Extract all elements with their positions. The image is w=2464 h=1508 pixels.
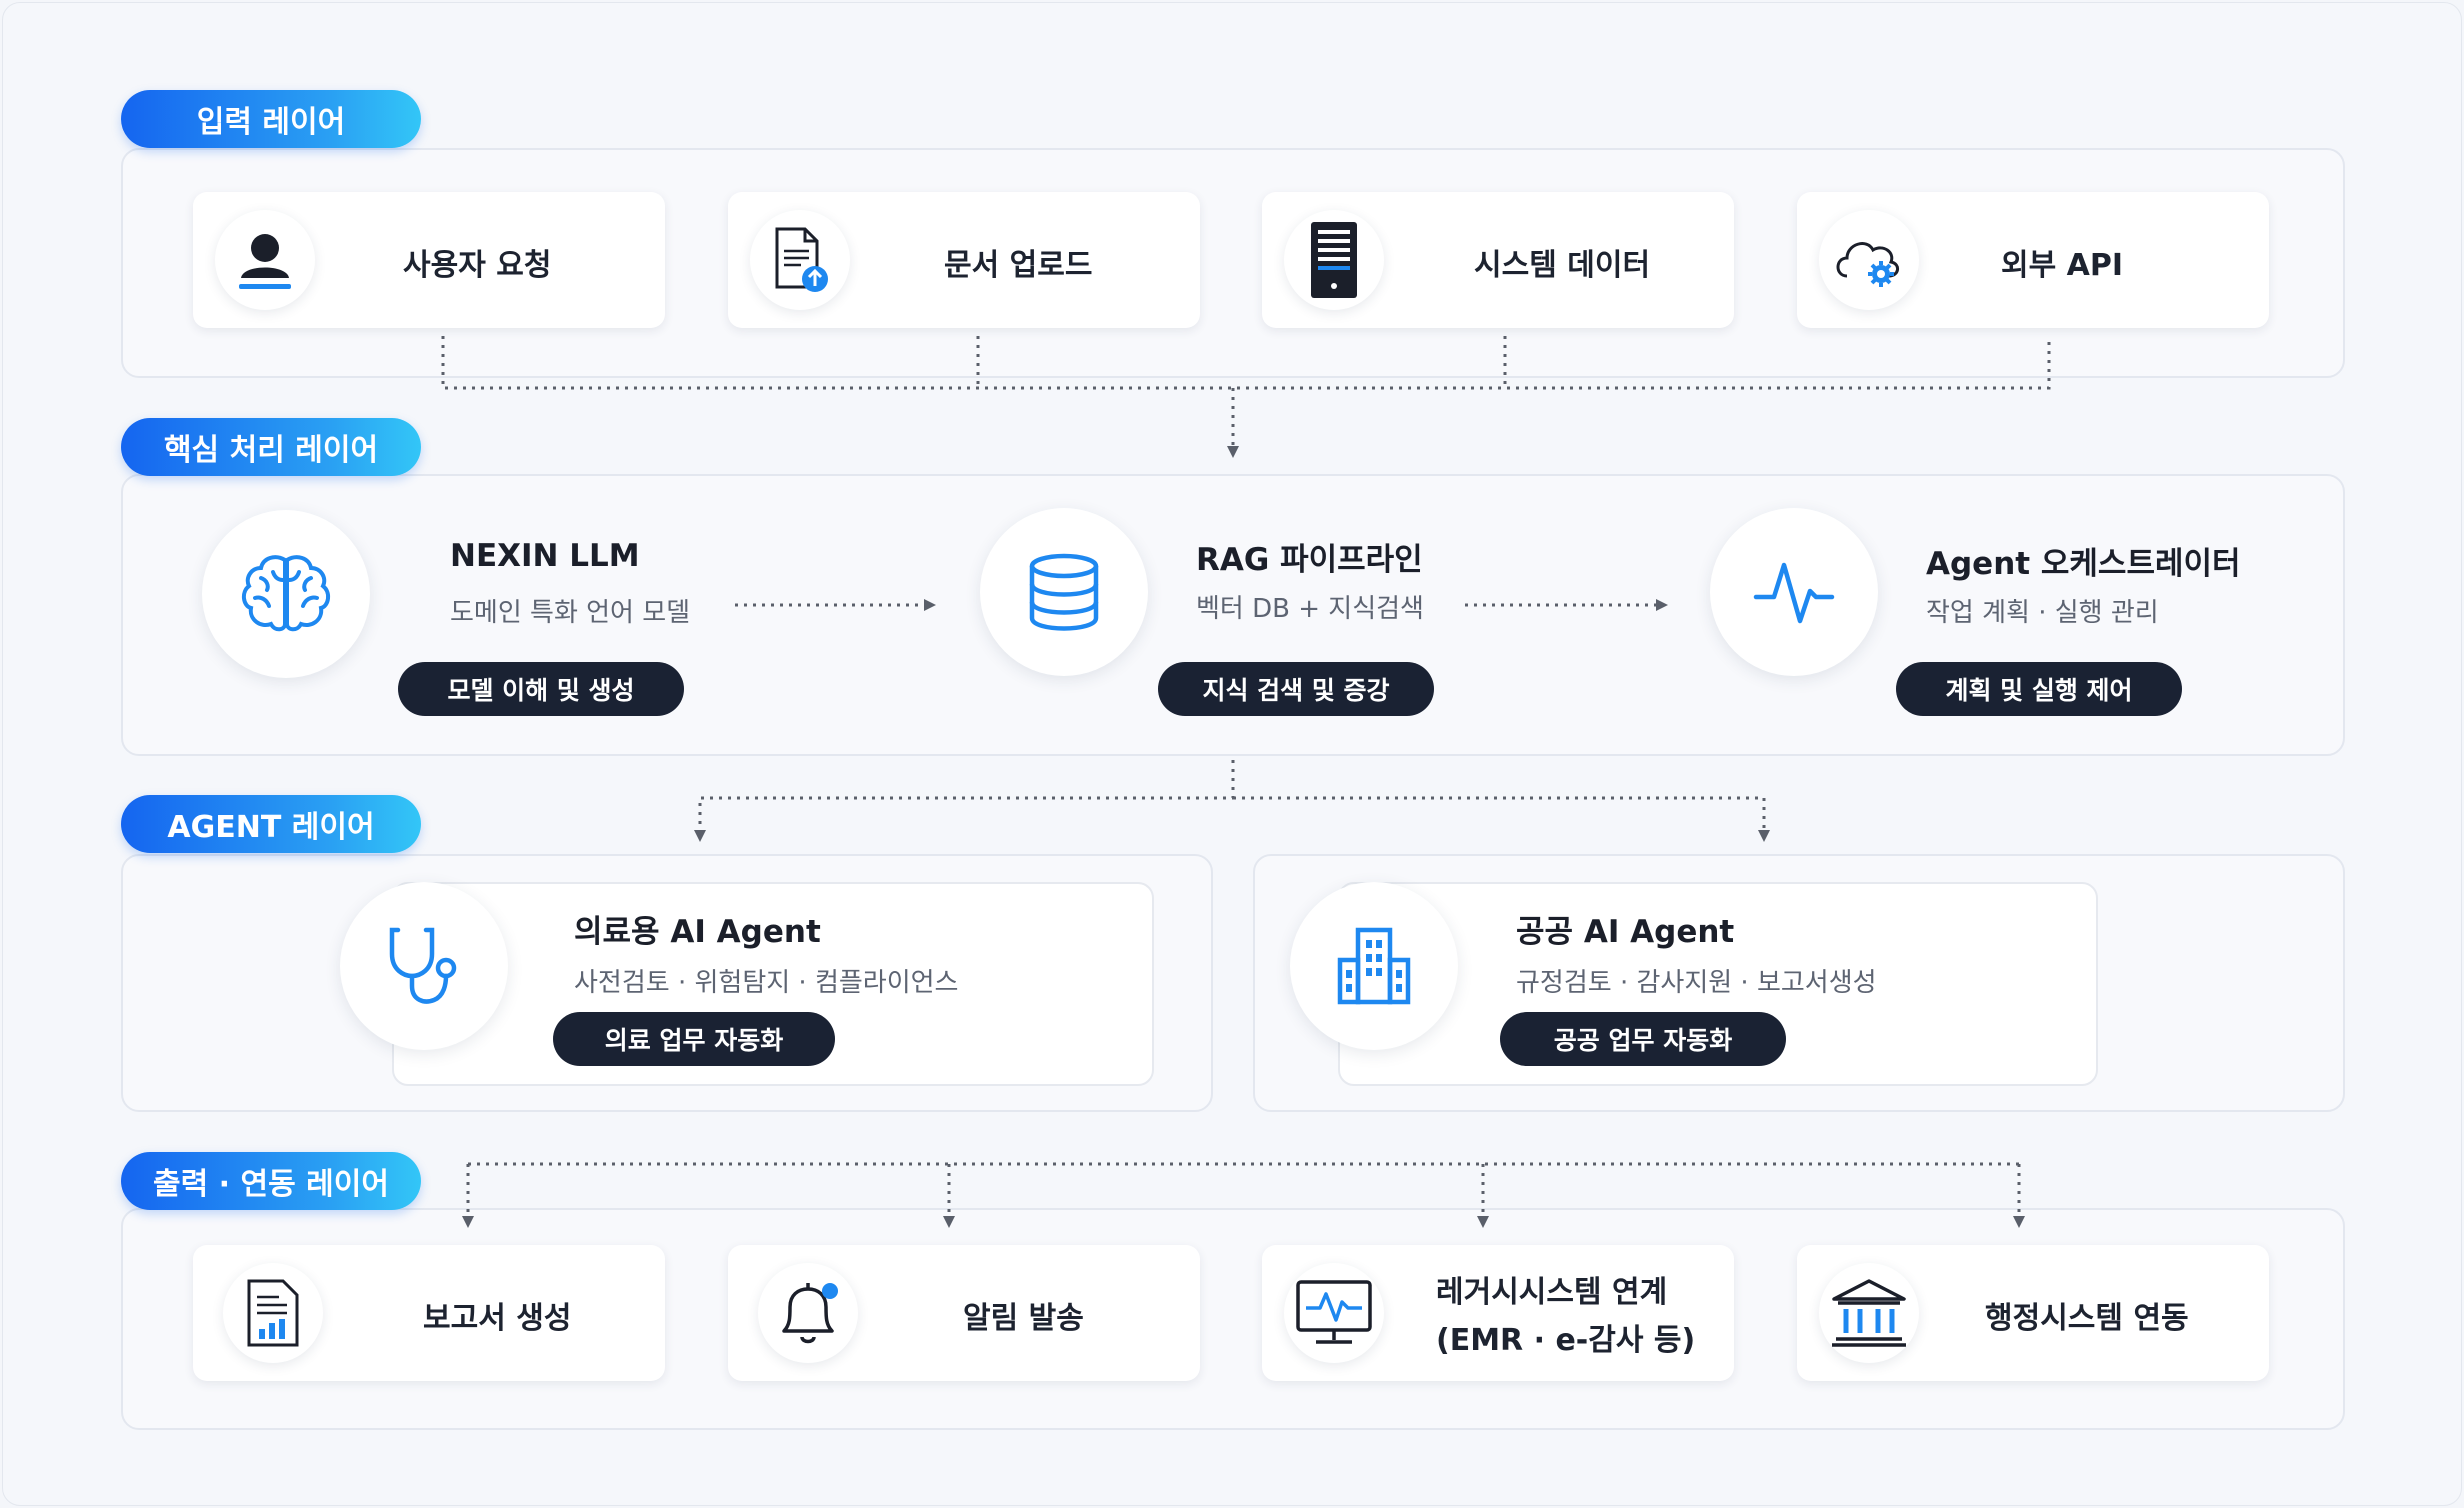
layer-pill-agent: AGENT 레이어	[121, 795, 421, 853]
input-card-label: 외부 API	[2001, 248, 2124, 283]
agent-subtitle-public: 규정검토 · 감사지원 · 보고서생성	[1516, 968, 1877, 998]
monitor-pulse-icon	[1284, 1263, 1384, 1363]
core-chip-rag: 지식 검색 및 증강	[1158, 662, 1434, 716]
core-chip-orchestrator: 계획 및 실행 제어	[1896, 662, 2182, 716]
document-upload-icon	[750, 210, 850, 310]
input-card-document-upload: 문서 업로드	[728, 192, 1200, 328]
report-icon	[223, 1263, 323, 1363]
core-to-agents-connector	[694, 760, 1235, 842]
output-card-notification: 알림 발송	[728, 1245, 1200, 1381]
agent-title-medical: 의료용 AI Agent	[574, 914, 821, 950]
layer-pill-output: 출력 · 연동 레이어	[121, 1152, 421, 1210]
core-title-orchestrator: Agent 오케스트레이터	[1926, 546, 2241, 582]
agent-chip-public: 공공 업무 자동화	[1500, 1012, 1786, 1066]
agent-chip-medical: 의료 업무 자동화	[553, 1012, 835, 1066]
agent-subtitle-medical: 사전검토 · 위험탐지 · 컴플라이언스	[574, 968, 959, 998]
layer-pill-core: 핵심 처리 레이어	[121, 418, 421, 476]
output-card-label-line1: 레거시시스템 연계	[1436, 1275, 1668, 1310]
user-icon	[215, 210, 315, 310]
stethoscope-icon	[340, 882, 508, 1050]
cloud-gear-icon	[1819, 210, 1919, 310]
core-subtitle-orchestrator: 작업 계획 · 실행 관리	[1926, 598, 2159, 628]
core-subtitle-llm: 도메인 특화 언어 모델	[450, 598, 691, 628]
core-title-rag: RAG 파이프라인	[1196, 542, 1423, 578]
output-card-label: 알림 발송	[963, 1301, 1084, 1336]
server-icon	[1284, 210, 1384, 310]
output-card-label: 행정시스템 연동	[1985, 1301, 2189, 1336]
core-subtitle-rag: 벡터 DB + 지식검색	[1196, 594, 1424, 624]
input-card-system-data: 시스템 데이터	[1262, 192, 1734, 328]
input-card-external-api: 외부 API	[1797, 192, 2269, 328]
government-building-icon	[1819, 1263, 1919, 1363]
core-chip-llm: 모델 이해 및 생성	[398, 662, 684, 716]
pulse-icon	[1710, 508, 1878, 676]
agent-title-public: 공공 AI Agent	[1516, 914, 1735, 950]
output-card-legacy: 레거시시스템 연계 (EMR · e-감사 등)	[1262, 1245, 1734, 1381]
building-icon	[1290, 882, 1458, 1050]
input-connector	[441, 336, 2051, 390]
bell-icon	[758, 1263, 858, 1363]
input-card-label: 문서 업로드	[944, 248, 1093, 283]
input-card-label: 시스템 데이터	[1474, 248, 1651, 283]
brain-icon	[202, 510, 370, 678]
core-title-llm: NEXIN LLM	[450, 538, 640, 574]
output-card-label-line2: (EMR · e-감사 등)	[1436, 1323, 1696, 1358]
database-icon	[980, 508, 1148, 676]
input-card-user-request: 사용자 요청	[193, 192, 665, 328]
layer-pill-input: 입력 레이어	[121, 90, 421, 148]
output-card-label: 보고서 생성	[423, 1301, 572, 1336]
output-card-report: 보고서 생성	[193, 1245, 665, 1381]
output-card-admin-system: 행정시스템 연동	[1797, 1245, 2269, 1381]
input-card-label: 사용자 요청	[403, 248, 552, 283]
